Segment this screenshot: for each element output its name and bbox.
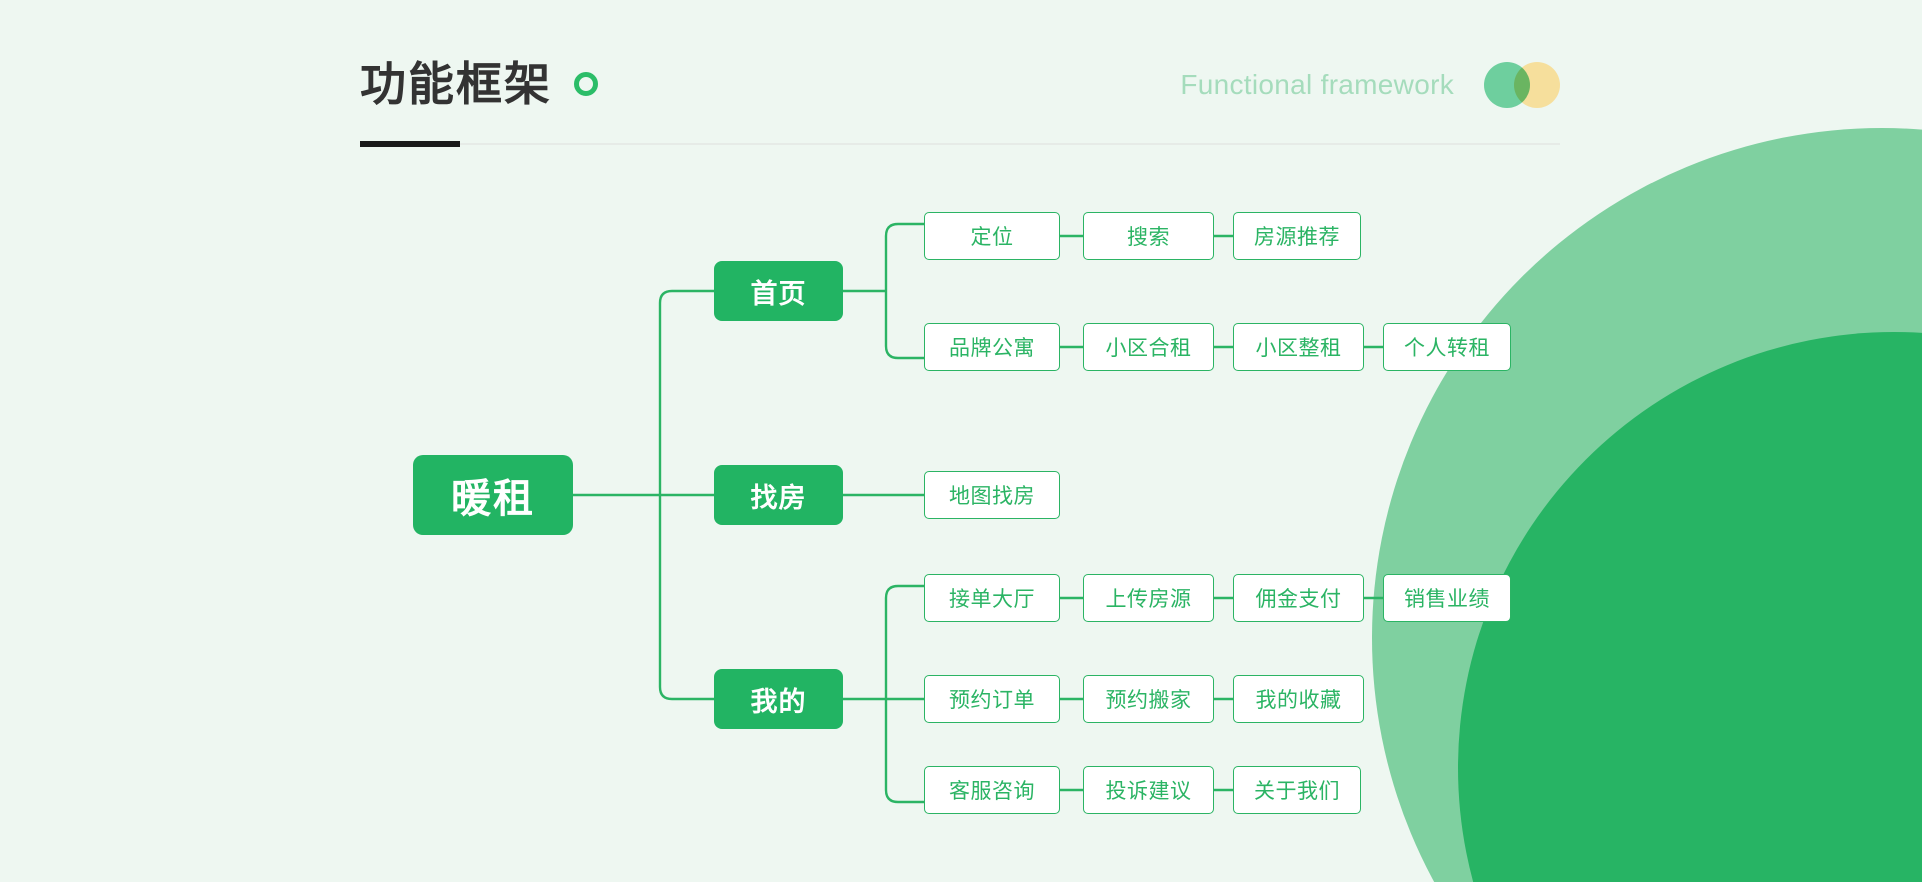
mindmap-leaf-node[interactable]: 地图找房 [924, 471, 1060, 519]
header-right-group: Functional framework [1180, 62, 1560, 108]
mindmap-leaf-node[interactable]: 投诉建议 [1083, 766, 1214, 814]
mindmap-leaf-node[interactable]: 我的收藏 [1233, 675, 1364, 723]
mindmap-leaf-label: 预约订单 [949, 689, 1035, 712]
mindmap-leaf-label: 品牌公寓 [949, 337, 1035, 360]
mindmap-leaf-node[interactable]: 搜索 [1083, 212, 1214, 260]
decorative-dot-pair [1484, 62, 1560, 108]
mindmap-branch-wode[interactable]: 我的 [714, 669, 843, 729]
mindmap-leaf-label: 搜索 [1127, 226, 1170, 249]
mindmap-branch-zhaofang[interactable]: 找房 [714, 465, 843, 525]
mindmap-leaf-node[interactable]: 品牌公寓 [924, 323, 1060, 371]
page-header: 功能框架 Functional framework [360, 48, 1560, 158]
header-divider [360, 143, 1560, 145]
mindmap-leaf-node[interactable]: 房源推荐 [1233, 212, 1361, 260]
mindmap-leaf-label: 我的收藏 [1255, 689, 1342, 712]
mindmap-leaf-label: 销售业绩 [1404, 588, 1490, 611]
title-row: 功能框架 [360, 48, 1560, 120]
mindmap-leaf-node[interactable]: 预约订单 [924, 675, 1060, 723]
mindmap-leaf-node[interactable]: 客服咨询 [924, 766, 1060, 814]
mindmap-leaf-label: 定位 [970, 226, 1014, 249]
mindmap-leaf-label: 投诉建议 [1105, 780, 1192, 803]
mindmap-branch-shouye[interactable]: 首页 [714, 261, 843, 321]
mindmap-leaf-node[interactable]: 关于我们 [1233, 766, 1361, 814]
yellow-dot-icon [1514, 62, 1560, 108]
mindmap-leaf-node[interactable]: 个人转租 [1383, 323, 1511, 371]
mindmap-leaf-node[interactable]: 接单大厅 [924, 574, 1060, 622]
circle-outline-icon [574, 72, 598, 96]
mindmap-leaf-label: 接单大厅 [949, 588, 1035, 611]
page-subtitle: Functional framework [1180, 69, 1454, 100]
mindmap-leaf-node[interactable]: 销售业绩 [1383, 574, 1511, 622]
mindmap-root-label: 暖租 [451, 477, 535, 521]
header-divider-accent [360, 141, 460, 147]
mindmap-root-node[interactable]: 暖租 [413, 455, 573, 535]
page-title: 功能框架 [360, 58, 552, 110]
mindmap-leaf-label: 房源推荐 [1254, 226, 1340, 249]
mindmap-leaf-label: 小区合租 [1105, 337, 1192, 360]
mindmap-leaf-node[interactable]: 定位 [924, 212, 1060, 260]
mindmap-leaf-label: 个人转租 [1404, 337, 1490, 360]
mindmap-branch-label: 我的 [750, 686, 807, 717]
mindmap-leaf-node[interactable]: 佣金支付 [1233, 574, 1364, 622]
mindmap-leaf-label: 客服咨询 [949, 780, 1035, 803]
mindmap-leaf-label: 上传房源 [1105, 588, 1192, 611]
mindmap-leaf-label: 小区整租 [1255, 337, 1342, 360]
mindmap-leaf-label: 预约搬家 [1105, 689, 1192, 712]
mindmap-leaf-label: 地图找房 [949, 485, 1035, 508]
mindmap-branch-label: 找房 [750, 482, 807, 513]
mindmap-branch-label: 首页 [750, 278, 807, 309]
mindmap-leaf-node[interactable]: 小区合租 [1083, 323, 1214, 371]
mindmap-leaf-label: 关于我们 [1254, 780, 1340, 803]
mindmap-leaf-node[interactable]: 上传房源 [1083, 574, 1214, 622]
mindmap-leaf-node[interactable]: 小区整租 [1233, 323, 1364, 371]
mindmap-leaf-label: 佣金支付 [1255, 588, 1342, 611]
mindmap-leaf-node[interactable]: 预约搬家 [1083, 675, 1214, 723]
